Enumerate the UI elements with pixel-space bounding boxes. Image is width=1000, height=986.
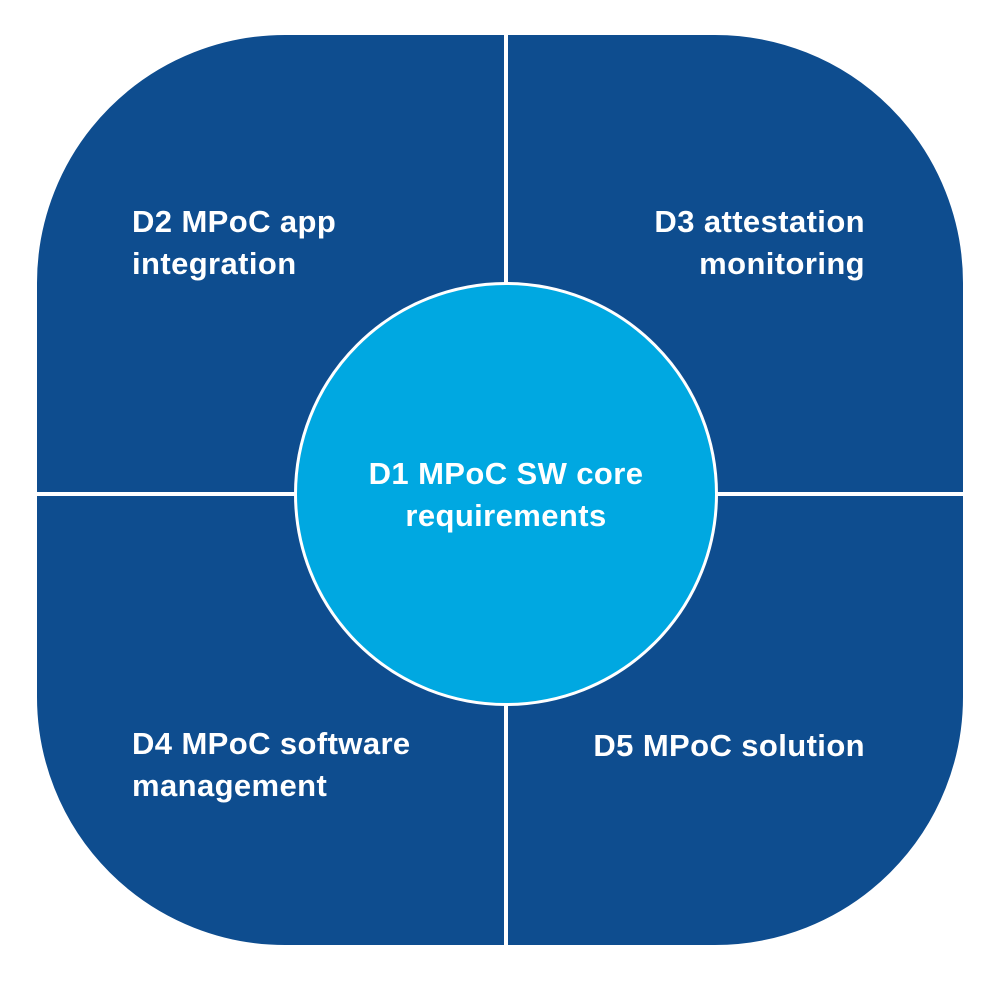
quadrant-label-d3-attestation-monitoring: D3 attestation monitoring: [654, 204, 865, 281]
quadrant-label-d5-mpoc-solution: D5 MPoC solution: [593, 728, 865, 763]
center-label-d1-mpoc-sw-core-requirements: D1 MPoC SW core requirements: [368, 456, 644, 533]
quadrant-label-d2-mpoc-app-integration: D2 MPoC app integration: [132, 204, 337, 281]
quadrant-label-d4-mpoc-software-management: D4 MPoC software management: [132, 726, 411, 803]
center-circle: [294, 282, 718, 706]
